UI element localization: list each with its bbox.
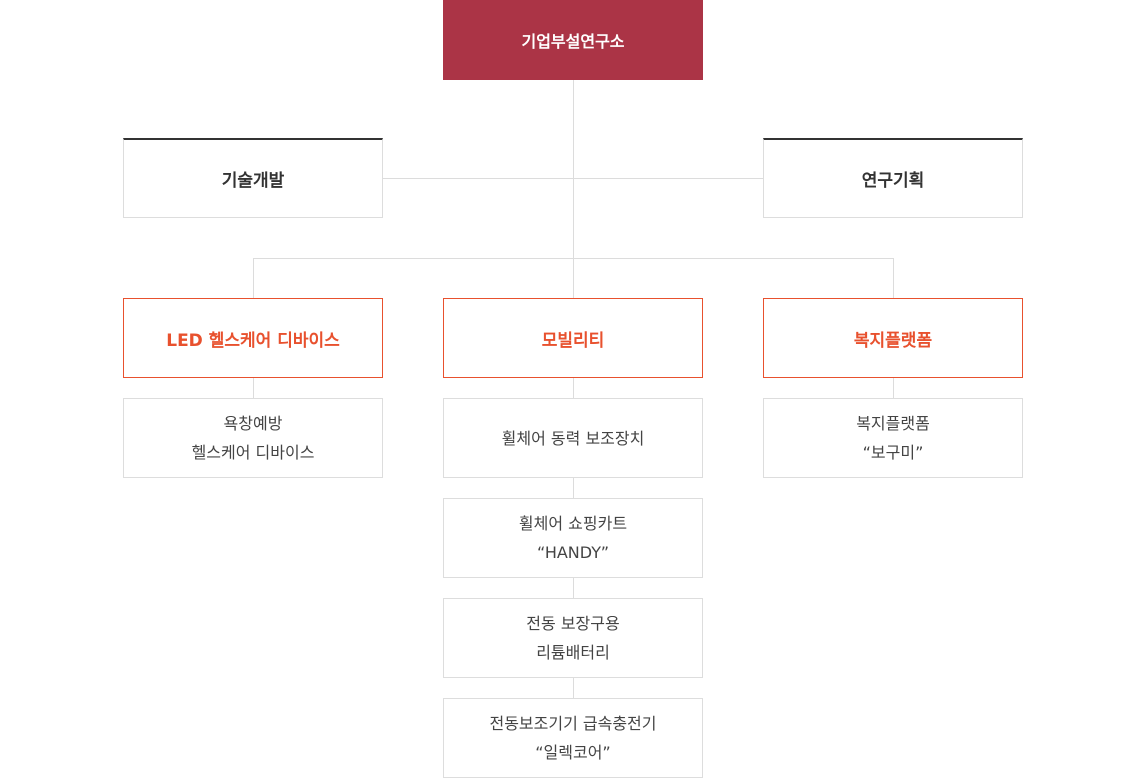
item-line: 휠체어 동력 보조장치 <box>501 428 645 448</box>
department-label: 연구기획 <box>861 171 925 191</box>
connector-welfare-items <box>893 378 894 398</box>
item-line: “보구미” <box>862 443 924 462</box>
item-line: 욕창예방 <box>223 414 283 433</box>
item-line: “일렉코어” <box>535 743 611 762</box>
connector-division-left <box>253 258 254 298</box>
division-label: 복지플랫폼 <box>853 330 933 351</box>
division-welfare-platform: 복지플랫폼 <box>763 298 1023 378</box>
connector-divisions <box>253 258 894 259</box>
item-line: “HANDY” <box>537 543 609 562</box>
department-label: 기술개발 <box>221 171 285 191</box>
connector-departments <box>383 178 763 179</box>
item-line: 전동보조기기 급속충전기 <box>489 714 657 733</box>
division-led-healthcare: LED 헬스케어 디바이스 <box>123 298 383 378</box>
item-lithium-battery: 전동 보장구용 리튬배터리 <box>443 598 703 678</box>
item-wheelchair-power-assist: 휠체어 동력 보조장치 <box>443 398 703 478</box>
root-node: 기업부설연구소 <box>443 0 703 80</box>
division-label: 모빌리티 <box>541 330 605 351</box>
department-tech-dev: 기술개발 <box>123 138 383 218</box>
item-wheelchair-shopping-cart: 휠체어 쇼핑카트 “HANDY” <box>443 498 703 578</box>
connector-trunk <box>573 80 574 298</box>
root-node-label: 기업부설연구소 <box>521 32 625 51</box>
item-line: 리튬배터리 <box>536 643 610 662</box>
item-line: 전동 보장구용 <box>526 614 620 633</box>
department-research-planning: 연구기획 <box>763 138 1023 218</box>
item-line: 헬스케어 디바이스 <box>191 443 315 462</box>
item-line: 휠체어 쇼핑카트 <box>518 514 628 533</box>
connector-led-items <box>253 378 254 398</box>
connector-division-right <box>893 258 894 298</box>
item-bogumi-platform: 복지플랫폼 “보구미” <box>763 398 1023 478</box>
division-mobility: 모빌리티 <box>443 298 703 378</box>
item-line: 복지플랫폼 <box>856 414 930 433</box>
item-fast-charger: 전동보조기기 급속충전기 “일렉코어” <box>443 698 703 778</box>
division-label: LED 헬스케어 디바이스 <box>166 330 340 351</box>
item-pressure-ulcer-device: 욕창예방 헬스케어 디바이스 <box>123 398 383 478</box>
